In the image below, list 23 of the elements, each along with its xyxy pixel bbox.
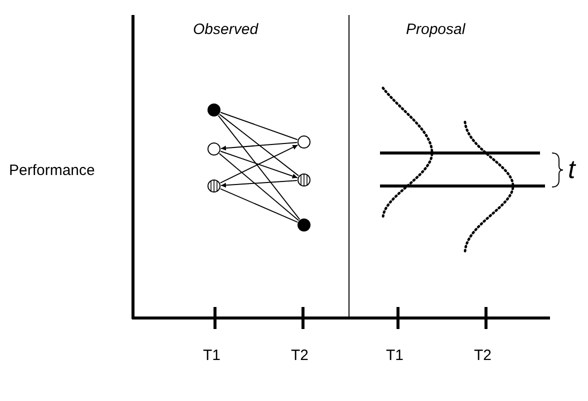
data-point [297,135,311,149]
data-point [297,218,311,232]
connector-line [220,188,298,223]
tick-label: T1 [203,348,221,363]
panel-title: Proposal [406,22,466,37]
data-point [207,142,221,156]
arrow [220,150,298,178]
connector-line [219,114,299,176]
arrow [220,180,298,188]
data-point [207,179,221,193]
arrow [220,142,298,151]
tick-label: T2 [291,348,309,363]
data-point [297,173,311,187]
connector-line [218,115,300,220]
connector-line [218,153,300,221]
panel-title: Observed [193,22,258,37]
arrow [220,144,298,184]
tick-label: T2 [474,348,492,363]
axis-label: Performance [9,163,95,178]
connector-line [220,112,298,140]
threshold-symbol: t [568,156,576,182]
data-point [207,103,221,117]
tick-label: T1 [386,348,404,363]
